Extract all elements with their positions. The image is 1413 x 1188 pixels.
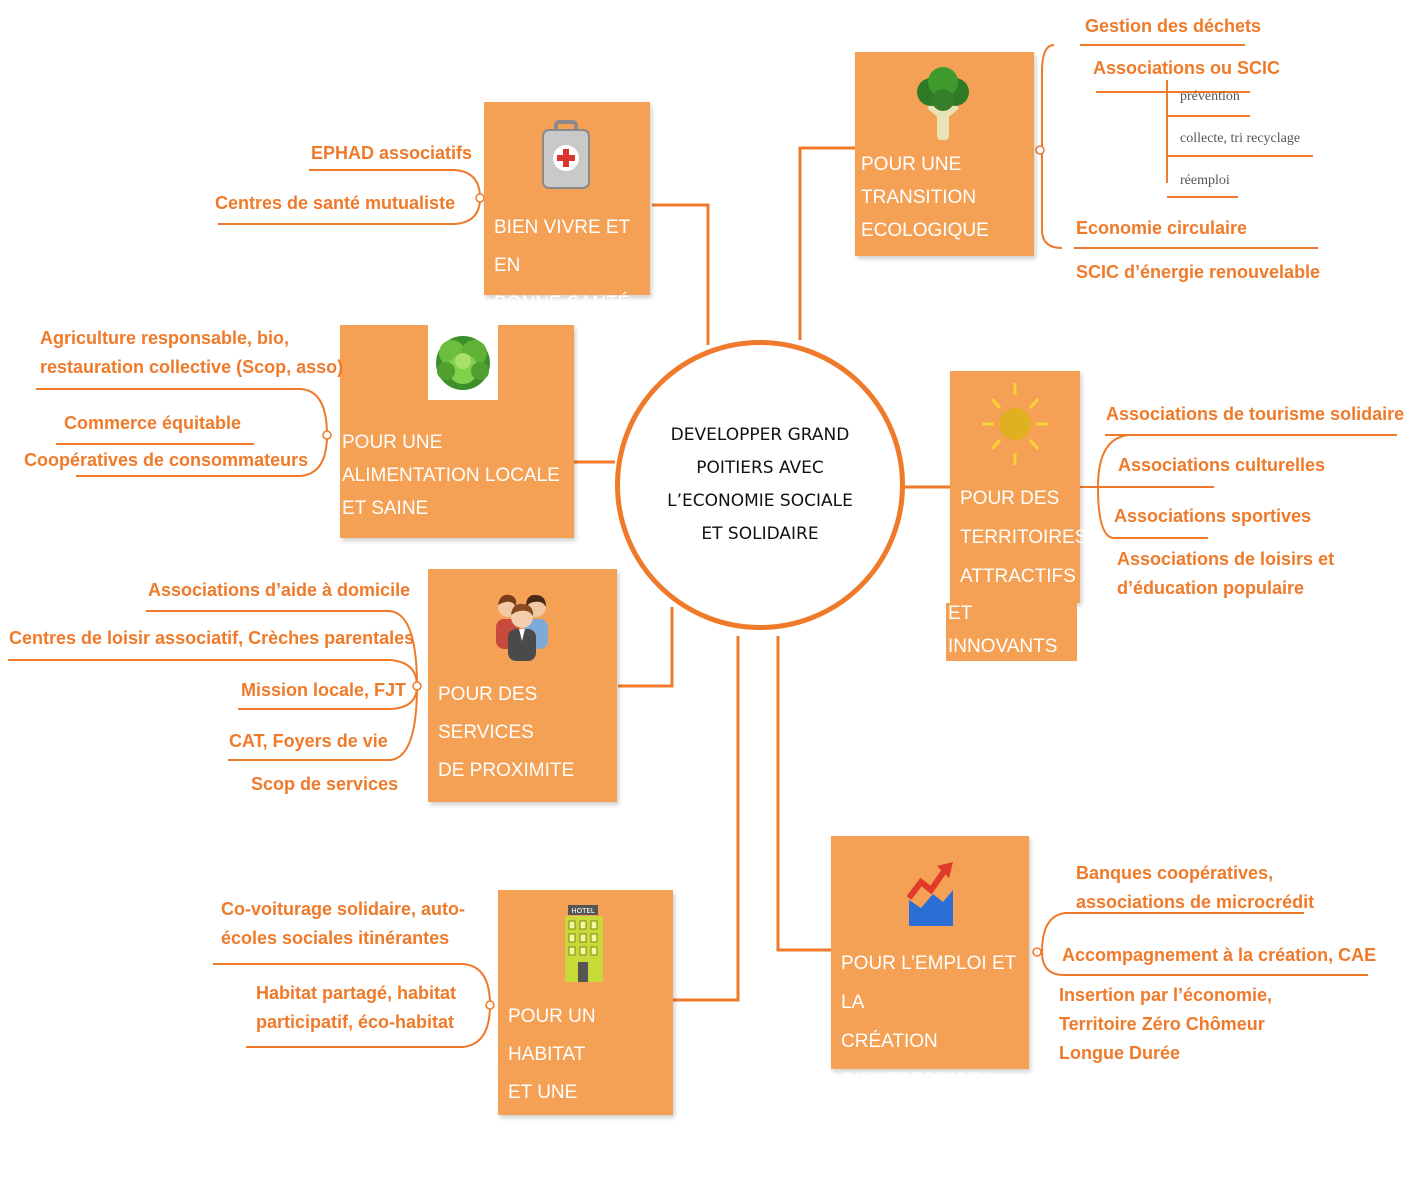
- leaf-covoiturage: Co-voiturage solidaire, auto- écoles soc…: [221, 899, 466, 948]
- sun-icon: [980, 381, 1050, 472]
- node-title: POUR L’EMPLOI ET LA CRÉATION D’ENTREPRIS…: [841, 953, 1016, 1130]
- leaf-reemploi: réemploi: [1180, 173, 1230, 188]
- leaf-associations-sportives: Associations sportives: [1114, 506, 1312, 526]
- node-habitat[interactable]: HOTEL POUR UN HABITAT ET UNE MOBILITE SO…: [498, 890, 673, 1179]
- leaf-accompagnement: Accompagnement à la création, CAE: [1062, 945, 1377, 965]
- leaf-gestion-dechets: Gestion des déchets: [1085, 16, 1262, 36]
- leaf-centres-loisir: Centres de loisir associatif, Crèches pa…: [9, 628, 415, 648]
- connector-lines: [8, 44, 1397, 1048]
- leaf-associations-culturelles: Associations culturelles: [1118, 455, 1326, 475]
- node-territoires[interactable]: POUR DES TERRITOIRES ATTRACTIFS: [950, 371, 1088, 603]
- node-territoires-continued[interactable]: ET INNOVANTS: [946, 603, 1077, 661]
- node-sante[interactable]: BIEN VIVRE ET EN BONNE SANTÉ: [484, 102, 650, 314]
- leaf-tourisme-solidaire: Associations de tourisme solidaire: [1106, 404, 1405, 424]
- leaf-agriculture: Agriculture responsable, bio, restaurati…: [40, 328, 344, 377]
- leaf-ephad: EPHAD associatifs: [311, 143, 473, 163]
- leaf-insertion: Insertion par l’économie, Territoire Zér…: [1059, 985, 1273, 1063]
- leaf-habitat-partage: Habitat partagé, habitat participatif, é…: [256, 983, 457, 1032]
- node-title: POUR UN HABITAT ET UNE MOBILITE SOLIDAIR…: [508, 1006, 610, 1179]
- leaf-prevention: prévention: [1180, 89, 1240, 104]
- leaf-loisirs-education: Associations de loisirs et d’éducation p…: [1117, 549, 1335, 598]
- hotel-building-icon: HOTEL: [564, 904, 608, 989]
- node-title: POUR DES SERVICES DE PROXIMITE: [438, 684, 575, 781]
- leaf-collecte: collecte, tri recyclage: [1180, 131, 1301, 146]
- first-aid-kit-icon: [542, 120, 590, 199]
- broccoli-icon: [915, 66, 971, 147]
- leaf-centres-sante: Centres de santé mutualiste: [215, 193, 456, 213]
- leaf-banques-cooperatives: Banques coopératives, associations de mi…: [1076, 863, 1315, 912]
- leaf-economie-circulaire: Economie circulaire: [1076, 218, 1248, 238]
- node-alimentation[interactable]: POUR UNE ALIMENTATION LOCALE ET SAINE: [340, 325, 574, 538]
- leaf-cat: CAT, Foyers de vie: [229, 731, 388, 751]
- node-title: POUR UNE ALIMENTATION LOCALE ET SAINE: [342, 432, 560, 519]
- leaf-associations-scic: Associations ou SCIC: [1093, 58, 1281, 78]
- central-topic[interactable]: DEVELOPPER GRAND POITIERS AVEC L’ECONOMI…: [615, 340, 905, 630]
- node-services[interactable]: POUR DES SERVICES DE PROXIMITE: [428, 569, 617, 802]
- central-topic-text: DEVELOPPER GRAND POITIERS AVEC L’ECONOMI…: [667, 425, 853, 544]
- leaf-commerce-equitable: Commerce équitable: [64, 413, 242, 433]
- node-title-continued: ET INNOVANTS: [948, 603, 1058, 657]
- node-title: POUR DES TERRITOIRES ATTRACTIFS: [960, 488, 1088, 587]
- hotel-sign-text: HOTEL: [571, 907, 594, 915]
- growth-chart-icon: [906, 860, 955, 933]
- people-group-icon: [492, 587, 552, 668]
- node-title: BIEN VIVRE ET EN BONNE SANTÉ: [494, 217, 631, 314]
- leaf-scic-energie: SCIC d’énergie renouvelable: [1076, 262, 1321, 282]
- leaf-mission-locale: Mission locale, FJT: [241, 680, 407, 700]
- node-title: POUR UNE TRANSITION ECOLOGIQUE: [861, 154, 989, 241]
- lettuce-icon: [428, 325, 498, 400]
- leaf-aide-domicile: Associations d’aide à domicile: [148, 580, 411, 600]
- leaf-cooperatives: Coopératives de consommateurs: [24, 450, 309, 470]
- node-emploi[interactable]: POUR L’EMPLOI ET LA CRÉATION D’ENTREPRIS…: [831, 836, 1029, 1130]
- node-ecologie[interactable]: POUR UNE TRANSITION ECOLOGIQUE: [855, 52, 1034, 256]
- leaf-scop-services: Scop de services: [251, 774, 399, 794]
